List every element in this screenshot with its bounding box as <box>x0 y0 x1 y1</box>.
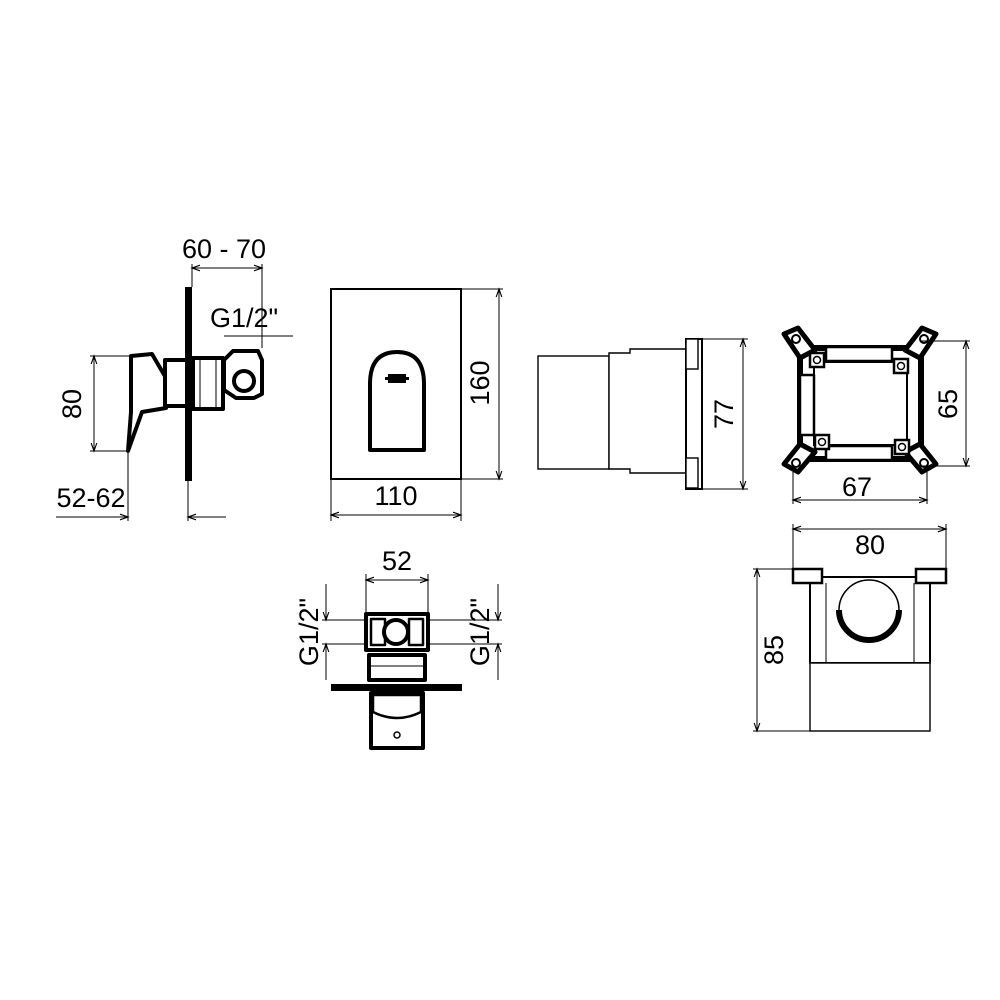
front-view: 160 110 <box>329 287 503 521</box>
mounting-frame-view: 65 67 <box>781 325 970 504</box>
frame-lug-bl <box>781 441 818 475</box>
frame-screws <box>808 351 911 456</box>
dim-frame-width: 67 <box>842 472 872 502</box>
lever-front <box>368 350 426 452</box>
spindle-body <box>163 358 189 408</box>
frame-lug-tr <box>902 325 939 361</box>
dim-front-height: 160 <box>465 360 495 405</box>
dim-frame-height: 65 <box>933 389 963 419</box>
dim-body-width: 80 <box>855 530 885 560</box>
lever-handle <box>126 352 168 453</box>
dim-top-thread-right: G1/2" <box>465 598 495 666</box>
frame-lug-tl <box>781 325 818 361</box>
dim-side-thread: G1/2" <box>210 303 278 333</box>
valve-body-top <box>367 653 427 682</box>
box-side-view: 77 <box>537 337 748 491</box>
top-view: 52 G1/2" G1/2" <box>294 546 502 750</box>
box-cover <box>537 355 610 470</box>
dim-side-height: 80 <box>57 389 87 419</box>
body-front-view: 80 85 <box>753 524 948 733</box>
dim-body-height: 85 <box>759 635 789 665</box>
dim-top-thread-left: G1/2" <box>294 598 324 666</box>
valve-cartridge <box>191 356 225 411</box>
dim-box-height: 77 <box>709 399 739 429</box>
box-body <box>608 348 687 474</box>
dim-front-width: 110 <box>374 481 417 511</box>
dim-top-width: 52 <box>382 546 412 576</box>
wall-plate-top <box>331 684 462 691</box>
body-lower <box>809 662 931 732</box>
port-opening <box>836 609 902 643</box>
outlet-port <box>232 369 256 393</box>
dim-side-depth: 60 - 70 <box>182 234 266 264</box>
dim-side-wall: 52-62 <box>56 483 125 513</box>
connector-port <box>382 618 410 646</box>
side-view: 60 - 70 G1/2" 80 52-62 <box>56 234 293 521</box>
